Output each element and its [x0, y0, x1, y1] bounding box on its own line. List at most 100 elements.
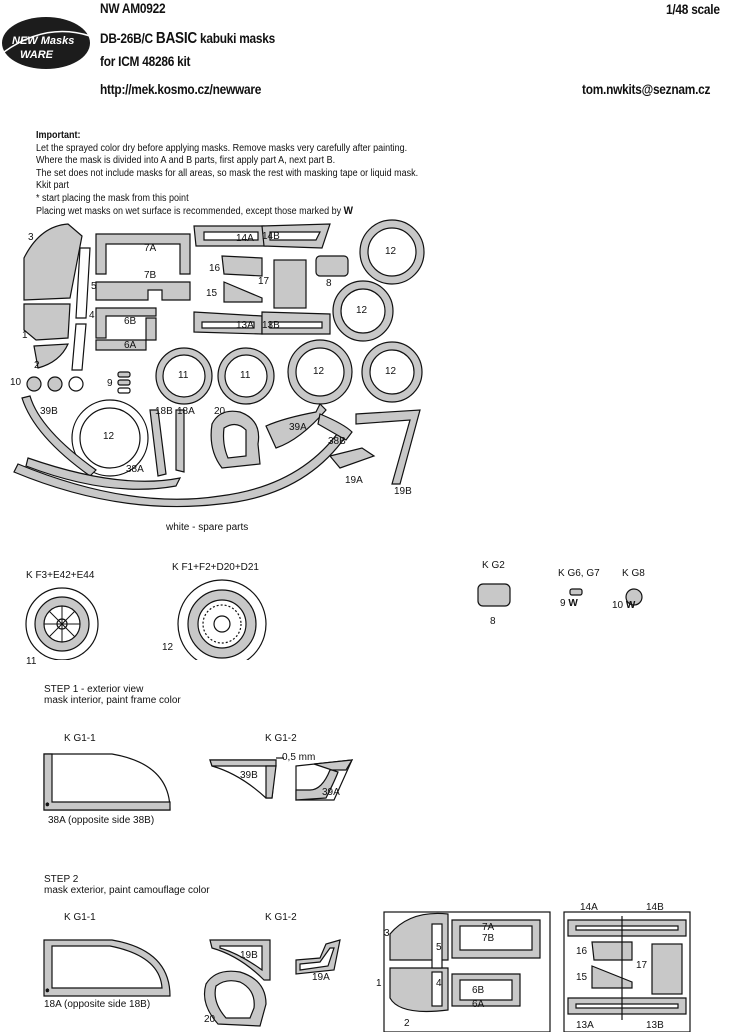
box-label-3: 3 — [384, 928, 390, 939]
label-13a: 13A — [236, 320, 254, 331]
box-label-5: 5 — [436, 942, 442, 953]
step1-desc: mask interior, paint frame color — [44, 695, 181, 706]
website: http://mek.kosmo.cz/newware — [100, 81, 262, 97]
mask-part-18a — [175, 409, 185, 473]
label-12: 12 — [162, 642, 174, 653]
mask-part-9 — [117, 379, 131, 386]
label-16: 16 — [209, 263, 221, 274]
mask-kg8 — [625, 588, 643, 606]
wheel-ref-kf3: K F3+E42+E44 — [26, 570, 95, 581]
mask-part-10-spare-white — [68, 376, 84, 392]
email: tom.nwkits@seznam.cz — [582, 81, 711, 97]
title: DB-26B/C BASIC kabuki masks — [100, 30, 275, 48]
mask-part-19a — [328, 447, 376, 469]
mask-part-10-spare — [47, 376, 63, 392]
label-38a: 38A — [126, 464, 144, 475]
title-prefix: DB-26B/C — [100, 30, 153, 46]
label-18a: 18A — [177, 406, 195, 417]
box-label-1: 1 — [376, 978, 382, 989]
mask-part-7a — [95, 233, 191, 275]
mask-part-13b — [261, 311, 331, 335]
wet-mark-icon: W — [343, 205, 353, 217]
mask-part-4 — [71, 323, 87, 371]
box-label-4: 4 — [436, 978, 442, 989]
note-line: Kkit part — [36, 180, 70, 191]
mask-kg67 — [569, 588, 583, 596]
label-12: 12 — [385, 246, 397, 257]
ref-kg2: K G2 — [482, 560, 505, 571]
mask-part-38a — [25, 457, 182, 490]
mask-part-8 — [315, 255, 349, 277]
step2-title: STEP 2 — [44, 874, 79, 885]
label-18b: 18B — [155, 406, 173, 417]
box-label-7b: 7B — [482, 933, 495, 944]
mask-part-6a — [95, 317, 157, 351]
note-line: The set does not include masks for all a… — [36, 167, 419, 179]
wet-mark-icon: W — [625, 600, 636, 611]
kit-ref: for ICM 48286 kit — [100, 53, 191, 69]
label-14b: 14B — [262, 231, 280, 242]
step1-caption: 38A (opposite side 38B) — [48, 815, 155, 826]
step2-label-20: 20 — [204, 1014, 216, 1025]
mask-part-17 — [273, 259, 307, 309]
box-label-6b: 6B — [472, 985, 485, 996]
label-17: 17 — [258, 276, 270, 287]
svg-text:*: * — [46, 803, 49, 810]
note-line: * start placing the mask from this point — [36, 192, 189, 204]
title-suffix: kabuki masks — [200, 30, 276, 46]
mask-part-3 — [23, 223, 83, 301]
label-5: 5 — [91, 281, 97, 292]
note-line: Let the sprayed color dry before applyin… — [36, 142, 408, 154]
logo: NEW Masks WARE — [0, 12, 92, 74]
mask-part-15 — [223, 281, 263, 303]
wheel-ref-kf1: K F1+F2+D20+D21 — [172, 562, 259, 573]
product-code: NW AM0922 — [100, 0, 166, 16]
label-15: 15 — [206, 288, 218, 299]
mask-part-39b — [21, 395, 97, 477]
logo-line2: WARE — [20, 49, 54, 61]
label-4: 4 — [89, 310, 95, 321]
label-20: 20 — [214, 406, 226, 417]
box-label-14b: 14B — [646, 902, 664, 913]
box-label-7a: 7A — [482, 922, 495, 933]
label-12: 12 — [313, 366, 325, 377]
mask-part-16 — [221, 255, 263, 277]
step2-desc: mask exterior, paint camouflage color — [44, 885, 210, 896]
label-14a: 14A — [236, 233, 254, 244]
mask-part-10 — [26, 376, 42, 392]
label-39a: 39A — [289, 422, 307, 433]
important-notes: Important: Let the sprayed color dry bef… — [36, 130, 556, 219]
mask-part-38b — [317, 413, 353, 441]
mask-part-14a — [193, 225, 267, 247]
label-6b: 6B — [124, 316, 137, 327]
label-9: 9 W — [560, 598, 578, 609]
label-19b: 19B — [394, 486, 412, 497]
label-11: 11 — [240, 370, 251, 381]
label-19a: 19A — [345, 475, 363, 486]
title-basic: BASIC — [155, 30, 197, 47]
step2-ref-kg11: K G1-1 — [64, 912, 96, 923]
label-7a: 7A — [144, 243, 157, 254]
label-1: 1 — [22, 330, 28, 341]
ref-kg8: K G8 — [622, 568, 645, 579]
svg-text:*: * — [46, 989, 49, 996]
mask-part-39a — [265, 402, 327, 449]
label-39b: 39B — [40, 406, 58, 417]
label-6a: 6A — [124, 340, 137, 351]
step1-title: STEP 1 - exterior view — [44, 684, 144, 695]
label-10: 10 W — [612, 600, 636, 611]
box-label-6a: 6A — [472, 999, 485, 1010]
label-12: 12 — [356, 305, 368, 316]
note-line: Placing wet masks on wet surface is reco… — [36, 205, 353, 217]
label-10: 10 — [10, 377, 22, 388]
important-heading: Important: — [36, 130, 81, 141]
step2-ref-kg12: K G1-2 — [265, 912, 297, 923]
step1-ref-kg11: K G1-1 — [64, 733, 96, 744]
label-3: 3 — [28, 232, 34, 243]
label-9: 9 — [107, 378, 113, 389]
step1-diagram: * — [43, 753, 354, 811]
step1-dim: 0,5 mm — [282, 752, 316, 763]
box-label-14a: 14A — [580, 902, 598, 913]
wheel-diagrams — [25, 579, 643, 660]
